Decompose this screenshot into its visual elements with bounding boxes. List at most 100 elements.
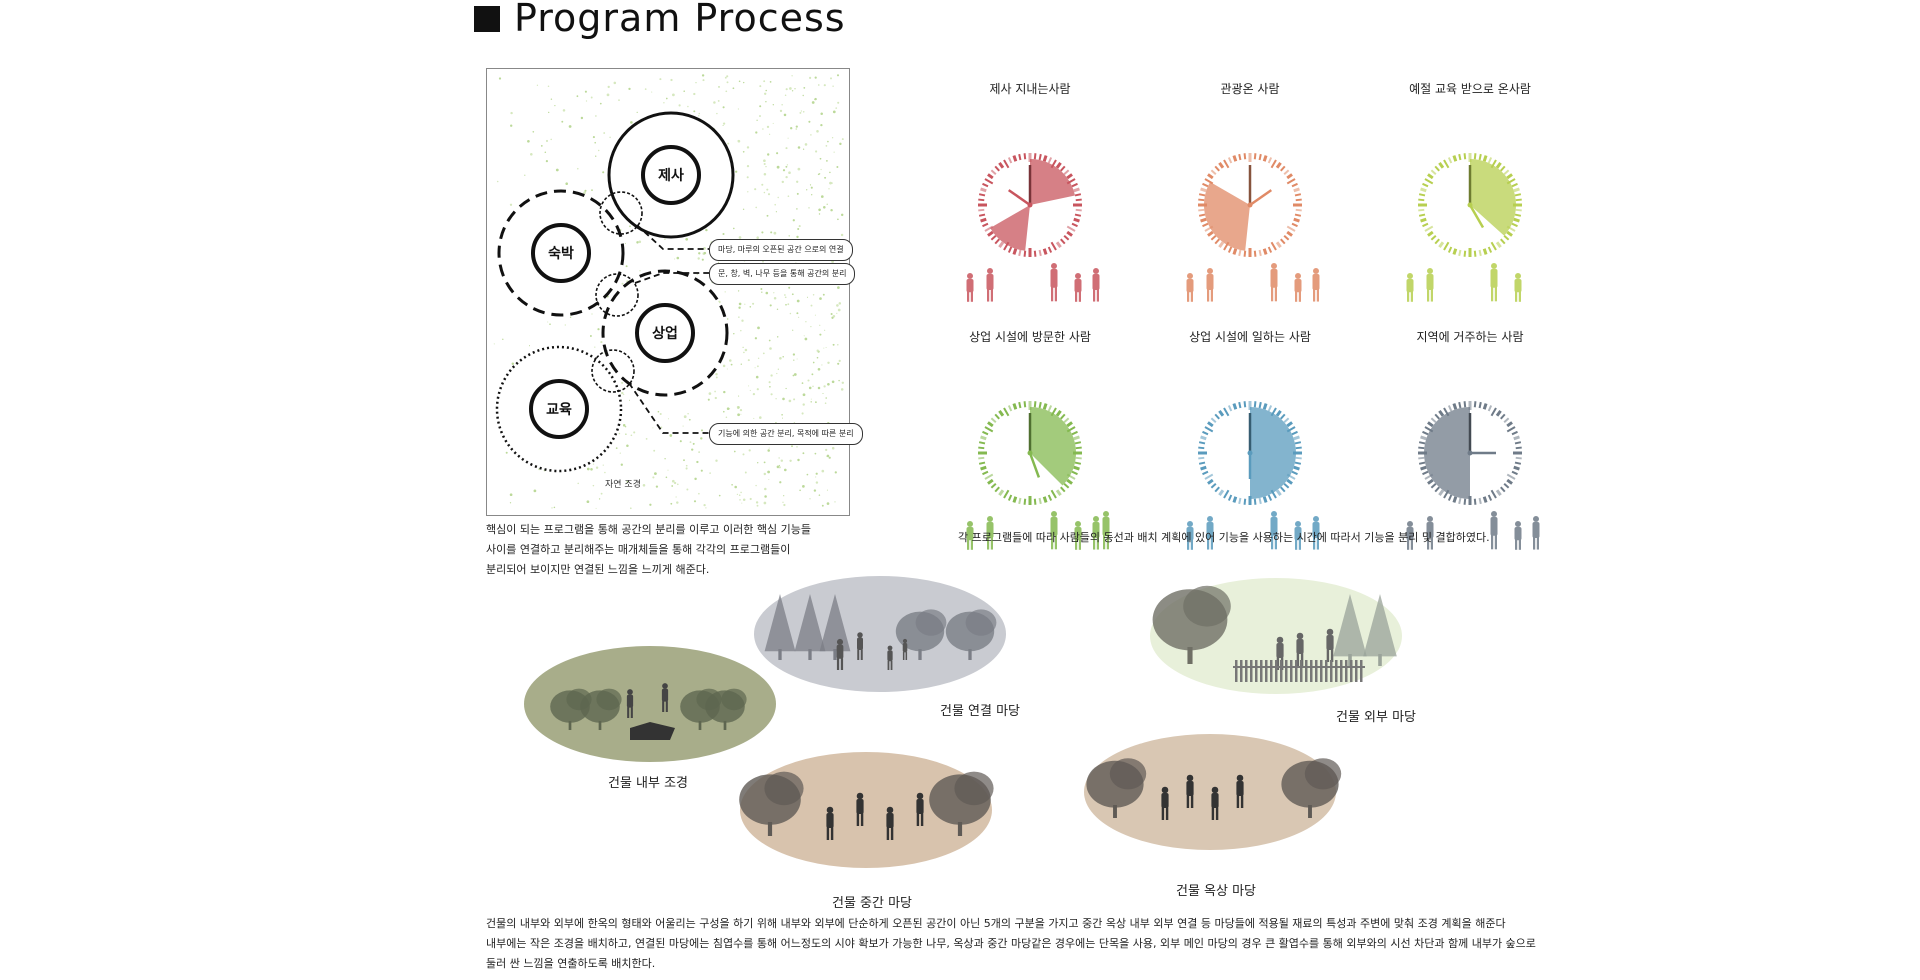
clock-tick (987, 421, 994, 428)
clock-tick (1060, 165, 1066, 172)
speckle-dot (551, 507, 553, 509)
speckle-dot (831, 316, 834, 319)
clock-tick (1286, 473, 1296, 480)
sukbak-label: 숙박 (548, 245, 574, 262)
clock-tick (1506, 421, 1513, 428)
clock-tick (1066, 178, 1076, 185)
speckle-dot (774, 203, 776, 206)
clock-tick (1258, 153, 1262, 161)
speckle-dot (825, 346, 827, 349)
person-silhouette (916, 792, 924, 826)
speckle-dot (763, 472, 767, 476)
speckle-dot (796, 299, 800, 303)
clock-pivot (1467, 450, 1473, 456)
speckle-dot (784, 296, 787, 299)
speckle-dot (618, 432, 621, 435)
speckle-dot (838, 359, 841, 363)
clock-tick (1050, 489, 1057, 499)
speckle-dot (830, 208, 833, 212)
area-ellipse-middle-yard (740, 752, 992, 868)
jesa-label: 제사 (658, 168, 684, 184)
speckle-dot (793, 373, 797, 376)
clock-tick (1033, 498, 1037, 505)
speckle-dot (532, 130, 535, 133)
speckle-dot (583, 191, 586, 195)
speckle-dot (595, 155, 597, 157)
speckle-dot (636, 111, 638, 114)
clock-tick (1500, 165, 1506, 172)
area-label-inner-landscape: 건물 내부 조경 (607, 776, 689, 791)
speckle-dot (736, 493, 739, 496)
speckle-dot (622, 424, 626, 427)
fence-post (1345, 660, 1348, 682)
clock-pivot (1247, 450, 1253, 456)
speckle-dot (604, 471, 606, 474)
speckle-dot (791, 90, 794, 92)
speckle-dot (772, 122, 774, 124)
speckle-dot (759, 85, 762, 88)
clock-tick (982, 470, 989, 476)
speckle-dot (767, 193, 771, 196)
speckle-dot (819, 157, 822, 160)
clock-chart-ancestral-rite (978, 153, 1082, 257)
clock-tick (1283, 169, 1290, 175)
clock-tick (1232, 248, 1238, 255)
speckle-dot (796, 446, 798, 448)
clock-tick (1506, 230, 1513, 237)
speckle-dot (509, 493, 513, 497)
speckle-dot (796, 312, 799, 315)
speckle-dot (743, 351, 745, 354)
speckle-dot (509, 203, 513, 206)
fence-post (1255, 660, 1258, 682)
clock-tick (1503, 417, 1510, 423)
speckle-dot (693, 500, 697, 503)
speckle-dot (595, 466, 599, 469)
speckle-dot (778, 457, 780, 459)
speckle-dot (754, 367, 756, 369)
clock-tick (1473, 153, 1477, 160)
clock-tick (1514, 193, 1522, 197)
tree-silhouette (739, 771, 804, 836)
clock-tick (1513, 435, 1520, 441)
speckle-dot (818, 173, 821, 175)
clock-tick (1452, 403, 1458, 410)
speckle-dot (810, 398, 812, 400)
speckle-dot (841, 381, 844, 384)
clock-tick (1214, 238, 1220, 245)
speckle-dot (776, 152, 779, 155)
clock-tick (1223, 407, 1230, 417)
speckle-dot (773, 296, 777, 300)
person-silhouette (886, 806, 894, 840)
speckle-dot (770, 231, 773, 234)
clock-tick (994, 413, 1000, 420)
speckle-dot (626, 480, 629, 483)
clock-tick (1447, 246, 1453, 253)
speckle-dot (766, 214, 769, 217)
clock-tick (1473, 498, 1477, 505)
speckle-dot (783, 495, 785, 497)
speckle-dot (777, 368, 779, 370)
clock-tick (1280, 238, 1286, 245)
speckle-dot (755, 484, 757, 487)
speckle-dot (697, 257, 700, 260)
speckle-dot (702, 79, 705, 82)
speckle-dot (820, 112, 823, 116)
speckle-dot (733, 332, 735, 335)
speckle-dot (740, 491, 742, 494)
clock-tick (1198, 461, 1206, 465)
speckle-dot (827, 140, 829, 143)
person-silhouette (1514, 521, 1522, 550)
speckle-dot (685, 464, 688, 467)
tree-silhouette (580, 688, 622, 730)
clock-tick (1490, 407, 1497, 417)
clock-tick (980, 465, 987, 471)
speckle-dot (776, 465, 780, 469)
speckle-dot (565, 182, 568, 185)
speckle-dot (796, 235, 799, 239)
speckle-dot (667, 469, 669, 471)
speckle-dot (754, 188, 757, 191)
speckle-dot (806, 473, 809, 476)
speckle-dot (599, 102, 602, 105)
clock-tick (1418, 441, 1426, 445)
speckle-dot (757, 326, 760, 330)
